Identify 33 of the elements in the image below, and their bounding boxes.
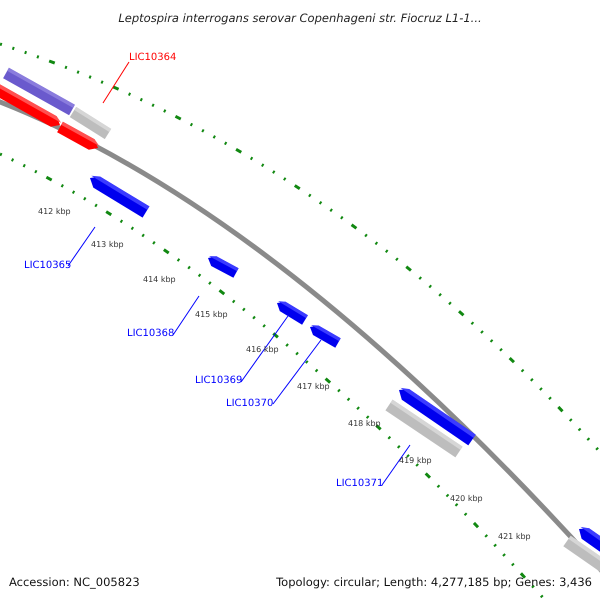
gene-label: LIC10364 [129,52,176,64]
position-label: 412 kbp [38,207,71,217]
gene-label: LIC10365 [24,260,72,272]
gene-bar [0,84,62,127]
position-label: 419 kbp [399,456,432,466]
position-label: 417 kbp [297,382,330,392]
position-label: 418 kbp [348,419,381,429]
position-label: 415 kbp [195,310,228,320]
gene-label: LIC10368 [127,328,174,340]
leader-line [102,62,130,104]
gene-bar [563,536,600,574]
position-label: 421 kbp [498,532,531,542]
gene-label: LIC10371 [336,478,384,490]
gene-bar [399,388,476,446]
leader-line [240,316,288,382]
leader-line [382,444,410,486]
genome-info-text: Topology: circular; Length: 4,277,185 bp; Genes: 3,436 [276,574,592,591]
gene-bar [310,325,341,348]
position-label: 420 kbp [450,494,483,504]
gene-label: LIC10370 [226,398,274,410]
gene-bar [90,176,150,218]
gene-bar [208,256,239,278]
accession-text: Accession: NC_005823 [9,574,140,591]
leader-line [68,226,96,266]
position-label: 413 kbp [91,240,124,250]
position-label: 414 kbp [143,275,176,285]
gene-label: LIC10369 [195,375,242,387]
gene-bar [277,301,308,325]
gene-bar [57,122,100,150]
map-title: Leptospira interrogans serovar Copenhageni str. Fiocruz L1-1... [117,10,483,27]
position-label: 416 kbp [246,345,279,355]
leader-line [272,340,322,404]
leader-line [172,296,200,336]
